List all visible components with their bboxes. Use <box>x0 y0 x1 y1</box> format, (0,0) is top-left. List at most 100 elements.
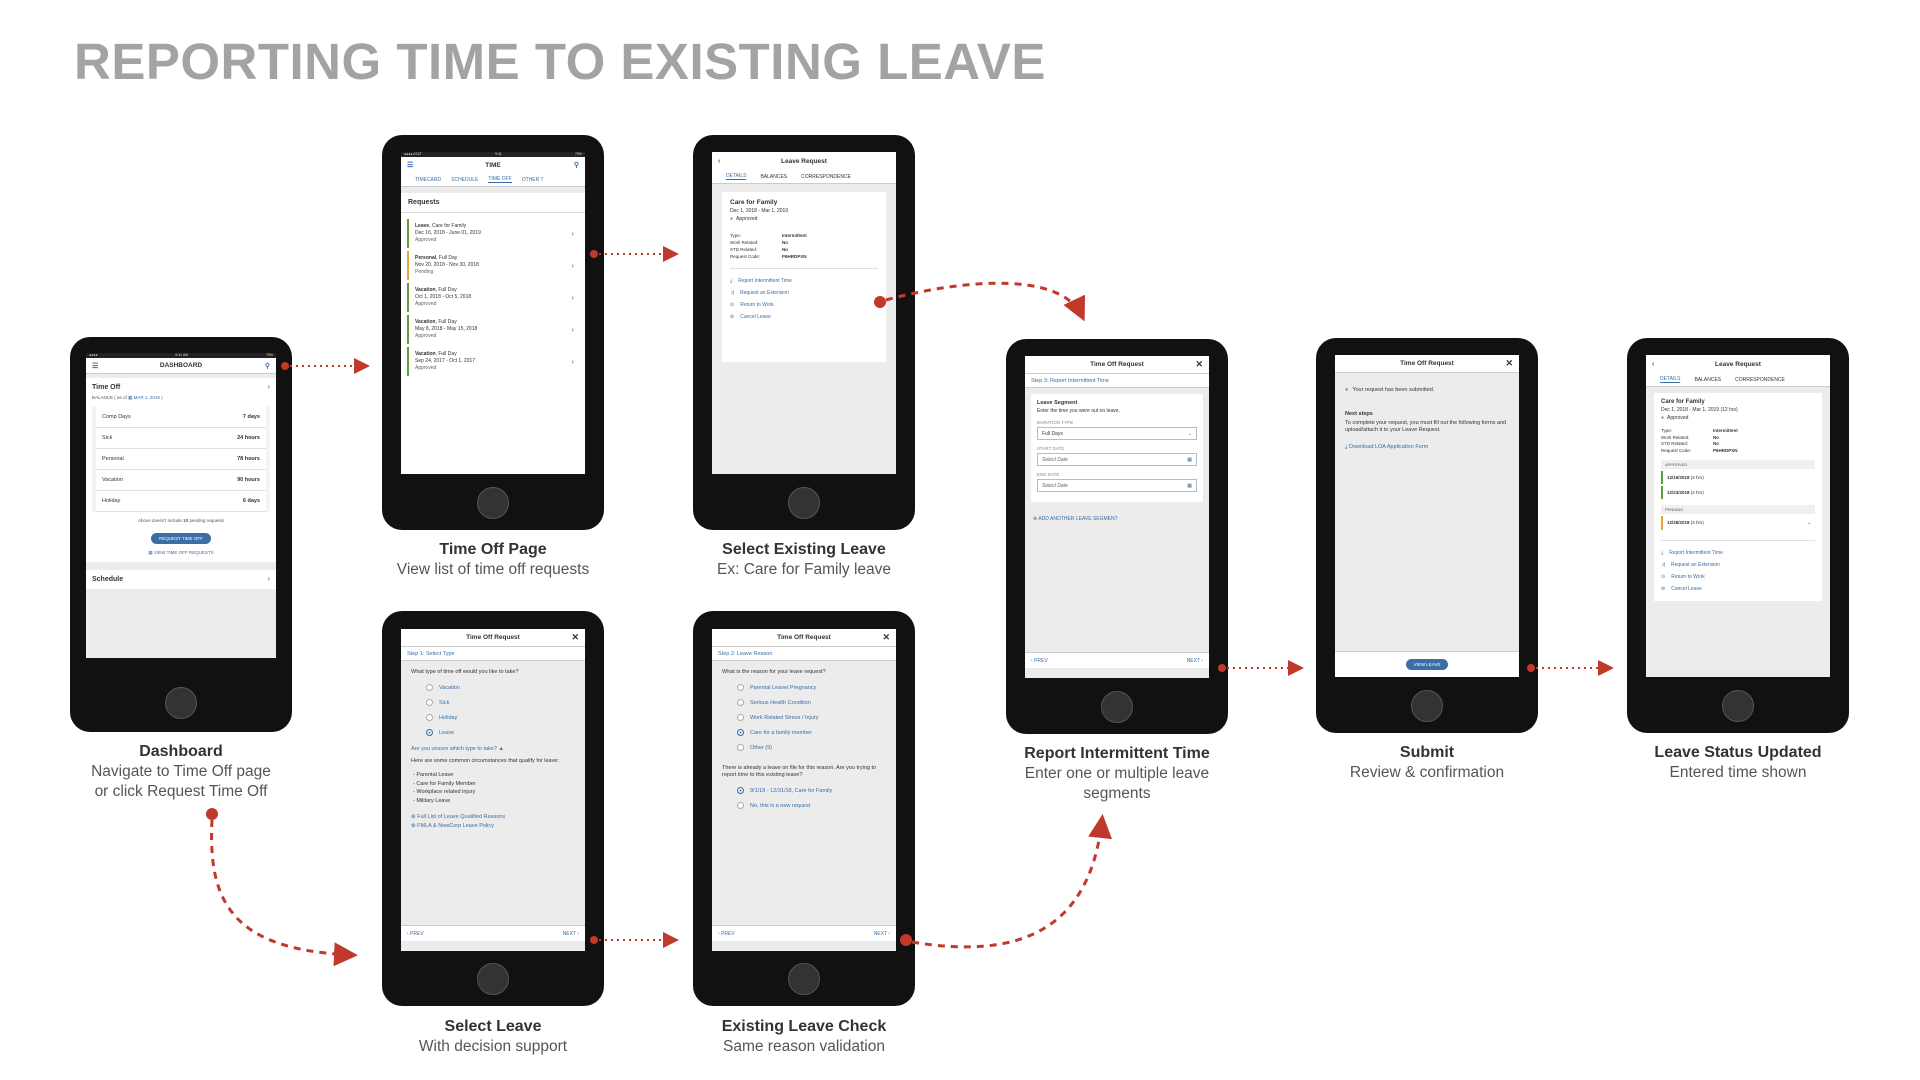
tab-details[interactable]: DETAILS <box>1660 376 1681 383</box>
caption-status-updated: Leave Status Updated Entered time shown <box>1568 743 1908 783</box>
time-tabs: TIMECARD SCHEDULE TIME OFF OTHER T <box>401 173 585 187</box>
tab-correspondence[interactable]: CORRESPONDENCE <box>801 173 851 180</box>
leave-request-title: Leave Request <box>1715 360 1761 368</box>
return-to-work-link[interactable]: ⊙Return to Work <box>730 299 878 311</box>
time-off-heading[interactable]: Time Off› <box>92 384 270 391</box>
choice-new[interactable]: No, this is a new request <box>712 798 896 813</box>
caption-subtitle: or click Request Time Off <box>94 783 268 800</box>
option-parental[interactable]: Parental Leave/ Pregnancy <box>712 680 896 695</box>
start-date-field[interactable]: Select Date▦ <box>1037 453 1197 466</box>
action-label: Return to Work <box>1671 574 1705 580</box>
pending-entry[interactable]: 12/28/2018 (4 hrs)⌄ <box>1661 516 1815 530</box>
back-icon[interactable]: ‹ <box>718 157 721 165</box>
search-icon[interactable]: ⚲ <box>264 362 270 370</box>
wizard-footer: ‹ PREV NEXT › <box>1025 652 1209 668</box>
time-off-request-header: Time Off Request ✕ <box>712 629 896 647</box>
question: What is the reason for your leave reques… <box>722 669 826 675</box>
option-vacation[interactable]: Vacation <box>401 680 585 695</box>
option-sick[interactable]: Sick <box>401 695 585 710</box>
entry-date: 12/28/2018 <box>1667 520 1690 525</box>
field-key: Request Code: <box>1661 447 1692 453</box>
tab-details[interactable]: DETAILS <box>726 173 747 180</box>
request-time-off-button[interactable]: REQUEST TIME OFF <box>151 533 211 544</box>
option-health[interactable]: Serious Health Condition <box>712 695 896 710</box>
list-item: - Care for Family Member <box>413 780 476 787</box>
unsure-toggle[interactable]: Are you unsure which type to take? ▲ <box>401 740 585 754</box>
tab-time-off[interactable]: TIME OFF <box>488 176 512 183</box>
home-button <box>1722 690 1754 722</box>
schedule-section[interactable]: Schedule› <box>86 570 276 589</box>
menu-icon[interactable]: ☰ <box>407 162 414 169</box>
choice-existing[interactable]: 9/1/18 - 12/31/18, Care for Family <box>712 783 896 798</box>
back-icon[interactable]: ‹ <box>1652 360 1655 368</box>
dashboard-title: DASHBOARD <box>159 362 203 369</box>
request-extension-link[interactable]: ⤨Request an Extension <box>1661 559 1815 571</box>
approved-entry[interactable]: 12/16/2018 (4 hrs) <box>1661 471 1815 484</box>
download-label: Download LOA Application Form <box>1348 444 1429 450</box>
next-button[interactable]: NEXT › <box>562 930 579 937</box>
prev-button[interactable]: ‹ PREV <box>407 930 424 937</box>
note-post: pending requests <box>188 518 224 523</box>
chevron-down-icon: ⌄ <box>1187 431 1192 437</box>
pending-label: PENDING <box>1661 505 1815 514</box>
return-to-work-link[interactable]: ⊙Return to Work <box>1661 571 1815 583</box>
leave-reasons-link[interactable]: ⊗ Full List of Leave Qualified Reasons <box>411 813 575 822</box>
field-value: Intermittent <box>782 233 807 238</box>
select-leave-screen: Time Off Request ✕ Step 1: Select Type W… <box>401 629 585 951</box>
close-icon[interactable]: ✕ <box>1505 358 1513 368</box>
tab-balances[interactable]: BALANCES <box>1694 376 1722 383</box>
field-key: STD Related: <box>1661 441 1689 446</box>
leave-fields: Type:Intermittent Work Related:No STD Re… <box>1661 428 1815 454</box>
approved-entry[interactable]: 12/23/2018 (4 hrs) <box>1661 486 1815 499</box>
leave-policy-link[interactable]: ⊗ FMLA & NowCorp Leave Policy <box>411 822 575 831</box>
view-requests-link[interactable]: ▦ VIEW TIME OFF REQUESTS <box>92 550 270 556</box>
end-date-field[interactable]: Select Date▦ <box>1037 479 1197 492</box>
tab-correspondence[interactable]: CORRESPONDENCE <box>1735 376 1785 383</box>
menu-icon[interactable]: ☰ <box>92 362 99 370</box>
requests-heading: Requests <box>401 193 585 213</box>
report-intermittent-time-link[interactable]: ⤓Report Intermittent Time <box>1661 547 1815 559</box>
add-segment-button[interactable]: ⊕ ADD ANOTHER LEAVE SEGMENT <box>1025 508 1209 530</box>
status-screen: ‹ Leave Request DETAILS BALANCES CORRESP… <box>1646 355 1830 677</box>
balance-date[interactable]: MAR 1, 2018 <box>133 395 160 400</box>
tab-other[interactable]: OTHER T <box>521 176 544 183</box>
duration-select[interactable]: Full Days⌄ <box>1037 427 1197 440</box>
time-title: TIME <box>485 161 501 169</box>
close-icon[interactable]: ✕ <box>882 632 890 642</box>
prev-button[interactable]: ‹ PREV <box>718 930 735 937</box>
view-leave-button[interactable]: VIEW LEAVE <box>1405 659 1449 670</box>
tab-balances[interactable]: BALANCES <box>760 173 788 180</box>
option-other[interactable]: Other (9) <box>712 740 896 755</box>
close-icon[interactable]: ✕ <box>571 632 579 642</box>
leave-card: Care for Family Dec 1, 2018 - Mar 1, 201… <box>722 192 886 362</box>
report-intermittent-time-link[interactable]: ⤓Report Intermittent Time <box>730 275 878 287</box>
tab-schedule[interactable]: SCHEDULE <box>451 176 479 183</box>
option-stress[interactable]: Work Related Stress / Injury <box>712 710 896 725</box>
entry-date: 12/23/2018 <box>1667 490 1690 495</box>
cancel-leave-link[interactable]: ⊘Cancel Leave <box>1661 583 1815 595</box>
request-extension-link[interactable]: ⤨Request an Extension <box>730 287 878 299</box>
calendar-icon: ▦ <box>1187 483 1192 489</box>
option-holiday[interactable]: Holiday <box>401 710 585 725</box>
next-button[interactable]: NEXT › <box>1186 657 1203 664</box>
circumstances-text: Here are some common circumstances that … <box>411 758 559 764</box>
field-row: Type:Intermittent <box>1661 428 1815 435</box>
prev-button[interactable]: ‹ PREV <box>1031 657 1048 664</box>
close-icon[interactable]: ✕ <box>1195 359 1203 369</box>
option-leave[interactable]: Leave <box>401 725 585 740</box>
cancel-leave-link[interactable]: ⊘Cancel Leave <box>730 311 878 323</box>
leave-request-title: Leave Request <box>781 157 827 165</box>
tab-timecard[interactable]: TIMECARD <box>415 176 442 183</box>
leave-tabs: DETAILS BALANCES CORRESPONDENCE <box>1646 373 1830 387</box>
option-family[interactable]: Care for a family member <box>712 725 896 740</box>
download-form-link[interactable]: ⤓ Download LOA Application Form <box>1335 434 1519 461</box>
next-button[interactable]: NEXT › <box>873 930 890 937</box>
search-icon[interactable]: ⚲ <box>573 162 579 169</box>
